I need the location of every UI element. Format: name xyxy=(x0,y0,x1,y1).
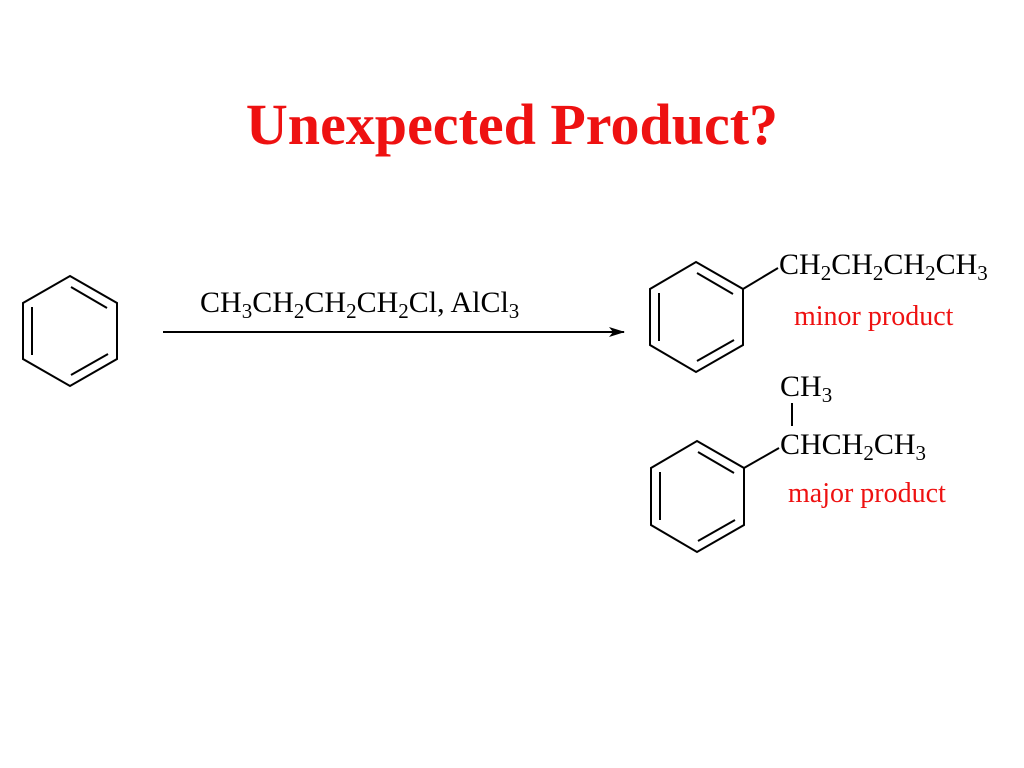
formula-text: CH xyxy=(831,248,873,281)
formula-text: CH xyxy=(304,286,347,319)
formula-subscript: 3 xyxy=(977,261,988,285)
reagent-formula: CH3CH2CH2CH2Cl, AlCl3 xyxy=(200,286,519,322)
major-product-label: major product xyxy=(788,478,946,509)
formula-subscript: 2 xyxy=(863,441,874,465)
minor-product-chain: CH2CH2CH2CH3 xyxy=(779,248,988,284)
formula-text: CH xyxy=(252,286,294,319)
major-product-bond xyxy=(743,447,780,469)
formula-subscript: 3 xyxy=(915,441,927,465)
formula-text: CH xyxy=(779,248,821,281)
formula-text: Cl, AlCl xyxy=(408,286,509,319)
formula-subscript: 2 xyxy=(346,299,357,323)
minor-product-label: minor product xyxy=(794,301,954,332)
formula-subscript: 3 xyxy=(508,299,520,323)
formula-text: CH xyxy=(356,286,399,319)
formula-text: CH xyxy=(200,286,242,319)
formula-text: CHCH xyxy=(780,428,864,461)
formula-subscript: 3 xyxy=(241,299,253,323)
formula-subscript: 2 xyxy=(293,299,305,323)
formula-text: CH xyxy=(780,370,822,403)
slide-title: Unexpected Product? xyxy=(245,92,779,157)
formula-subscript: 2 xyxy=(398,299,409,323)
formula-subscript: 3 xyxy=(821,383,833,407)
benzene-reactant xyxy=(22,274,118,388)
formula-text: CH xyxy=(873,428,916,461)
minor-product-ring xyxy=(649,260,744,374)
formula-text: CH xyxy=(935,248,978,281)
major-product-ring xyxy=(650,439,745,554)
formula-subscript: 2 xyxy=(925,261,936,285)
formula-text: CH xyxy=(883,248,926,281)
formula-subscript: 2 xyxy=(872,261,884,285)
major-product-methyl: CH3 xyxy=(780,370,832,406)
formula-subscript: 2 xyxy=(820,261,832,285)
minor-product-bond xyxy=(742,267,779,290)
major-product-chain: CHCH2CH3 xyxy=(780,428,926,464)
